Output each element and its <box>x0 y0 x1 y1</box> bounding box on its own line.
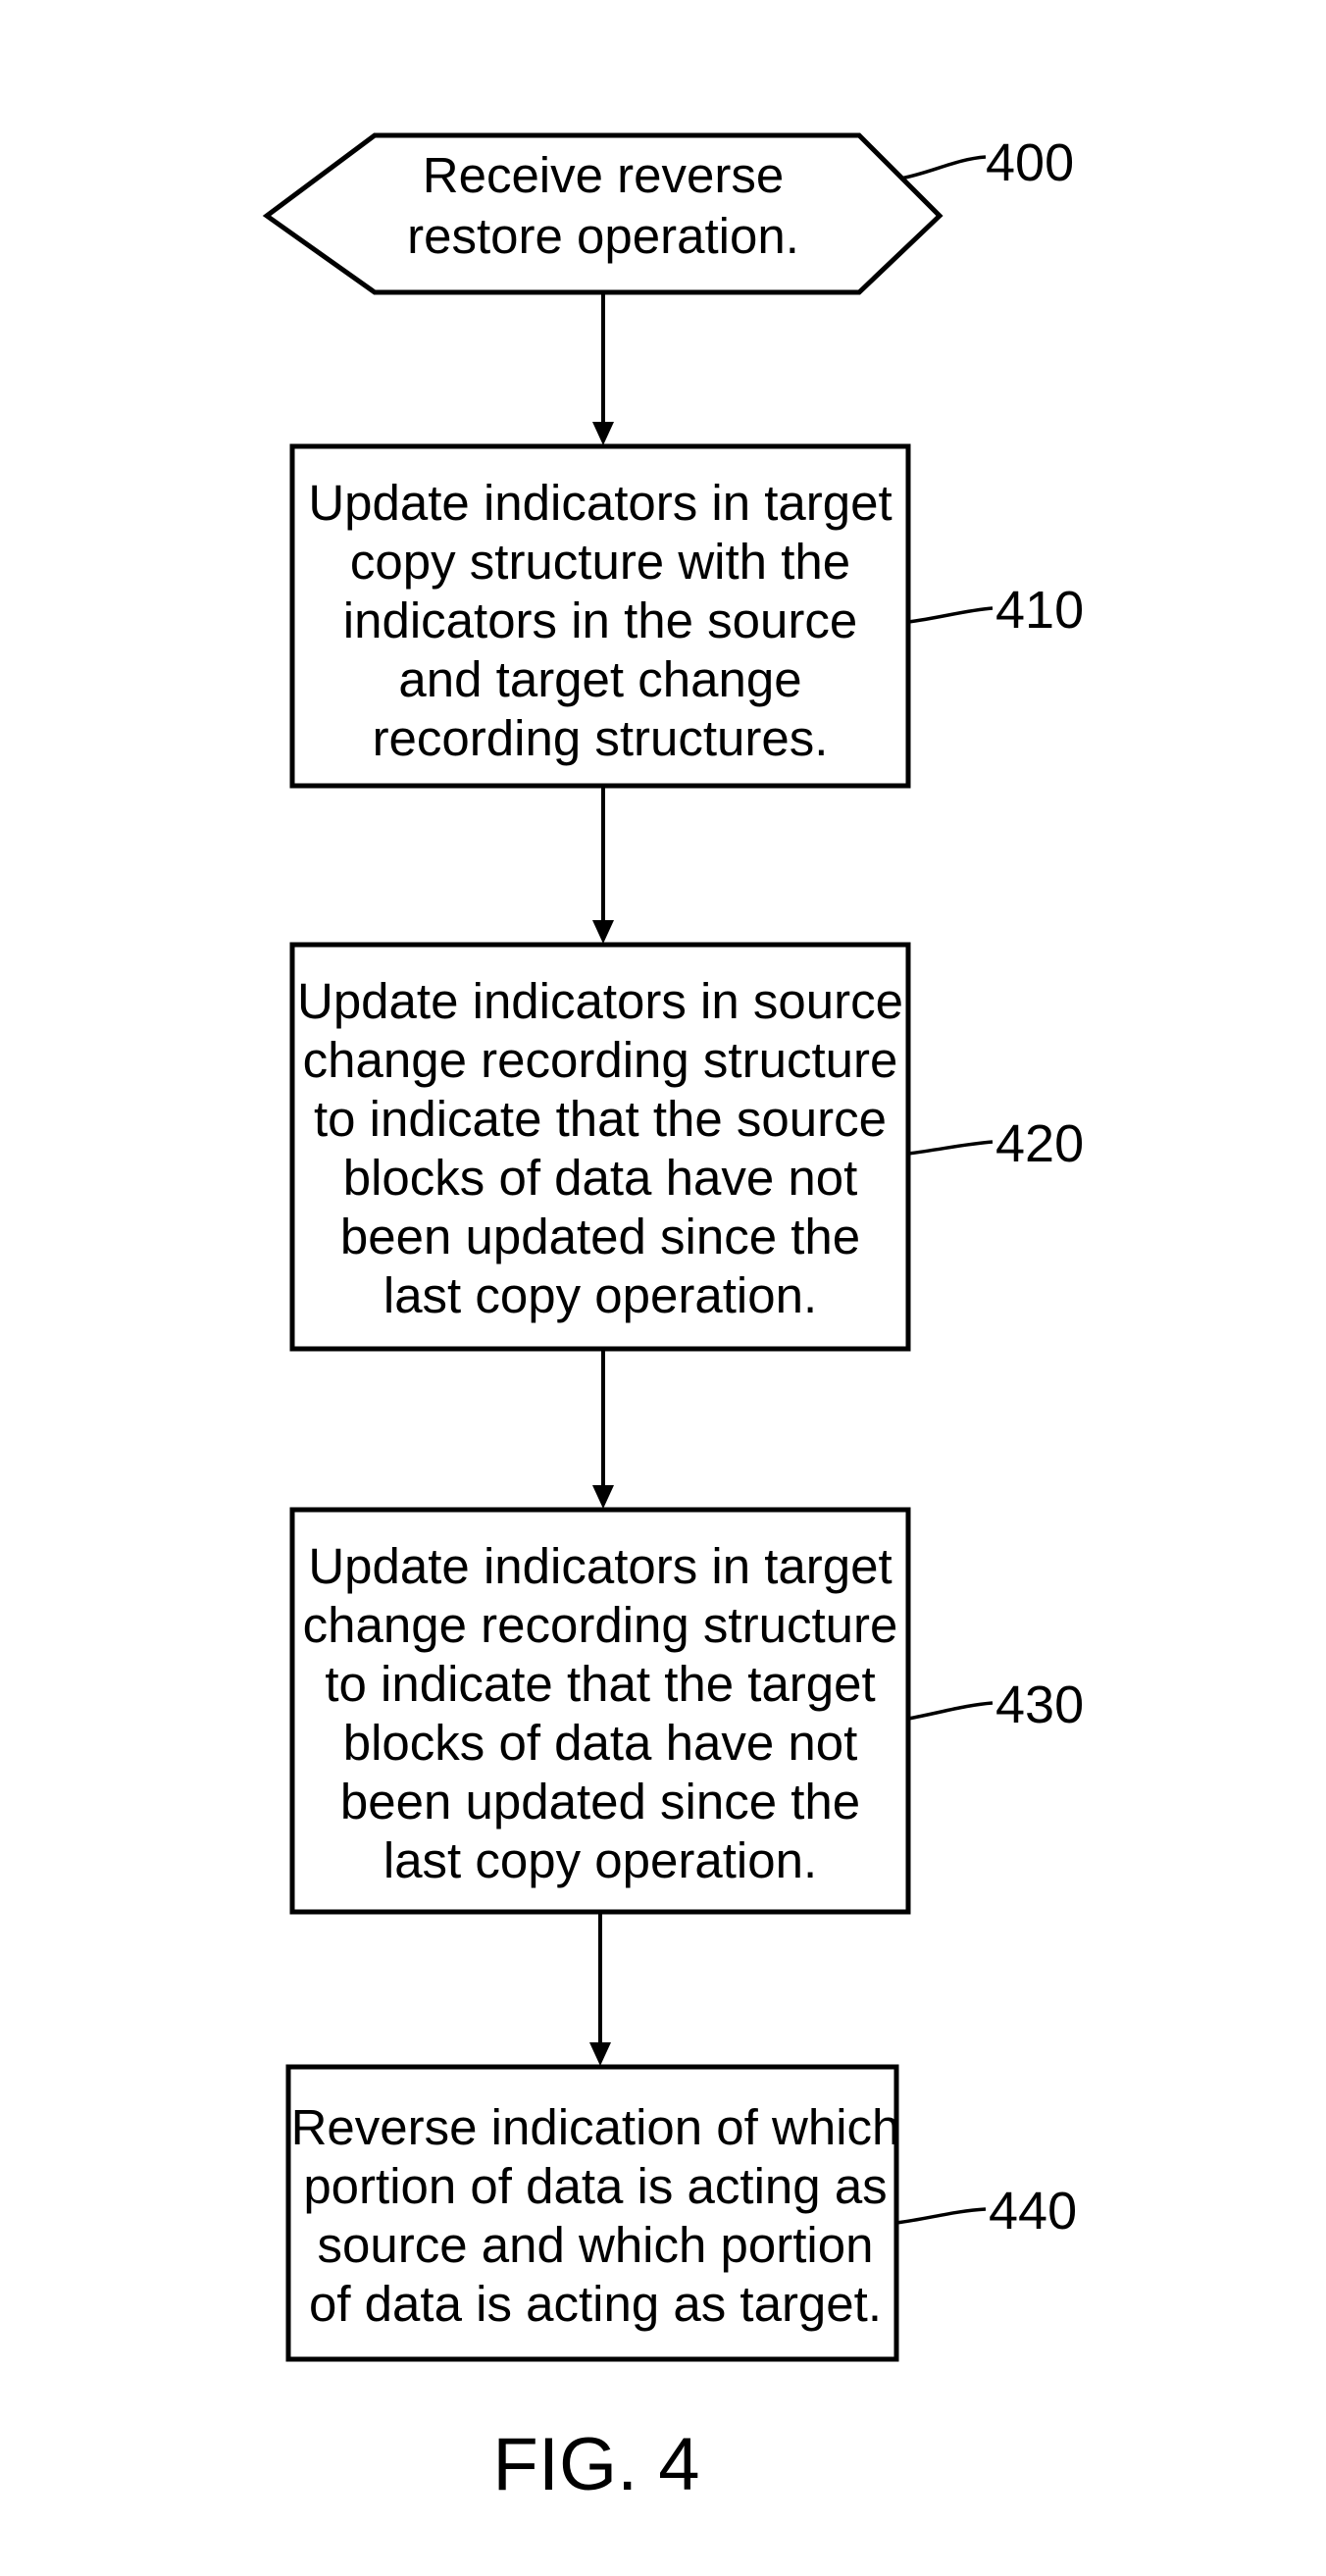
step-430-line-1: Update indicators in target <box>308 1538 892 1594</box>
step-410-ref-number: 410 <box>995 581 1084 640</box>
step-430-ref-leader <box>908 1703 993 1719</box>
step-420-line-5: been updated since the <box>340 1209 860 1264</box>
step-420-line-2: change recording structure <box>303 1032 898 1088</box>
step-430-line-4: blocks of data have not <box>343 1715 858 1771</box>
arrow-430-to-440 <box>589 1912 611 2066</box>
start-ref-number: 400 <box>986 133 1074 192</box>
step-410-line-2: copy structure with the <box>350 534 850 590</box>
step-420-line-3: to indicate that the source <box>314 1091 887 1147</box>
arrow-410-to-420 <box>592 786 614 944</box>
step-440-line-2: portion of data is acting as <box>303 2158 887 2214</box>
start-line-2: restore operation. <box>407 208 799 264</box>
step-430-line-5: been updated since the <box>340 1774 860 1829</box>
step-430-line-3: to indicate that the target <box>325 1656 875 1712</box>
step-420-line-4: blocks of data have not <box>343 1150 858 1206</box>
step-410-line-3: indicators in the source <box>343 592 857 648</box>
step-410-line-1: Update indicators in target <box>308 475 892 531</box>
step-420-ref-leader <box>908 1142 993 1154</box>
step-410-line-5: recording structures. <box>373 710 829 766</box>
step-430: Update indicators in target change recor… <box>292 1510 1084 1912</box>
step-410-ref-leader <box>908 608 993 622</box>
step-430-line-6: last copy operation. <box>383 1832 817 1888</box>
figure-label: FIG. 4 <box>492 2423 699 2506</box>
step-440-line-4: of data is acting as target. <box>309 2276 882 2332</box>
arrow-420-to-430 <box>592 1349 614 1509</box>
step-440-ref-leader <box>896 2209 986 2223</box>
step-410: Update indicators in target copy structu… <box>292 446 1084 786</box>
step-430-line-2: change recording structure <box>303 1597 898 1653</box>
step-440-line-1: Reverse indication of which <box>291 2099 900 2155</box>
step-410-line-4: and target change <box>398 651 801 707</box>
step-440-ref-number: 440 <box>989 2182 1077 2241</box>
step-430-ref-number: 430 <box>995 1675 1084 1734</box>
step-420-ref-number: 420 <box>995 1114 1084 1173</box>
step-420: Update indicators in source change recor… <box>292 945 1084 1349</box>
start-node: Receive reverse restore operation. 400 <box>267 133 1074 292</box>
step-440-line-3: source and which portion <box>317 2217 873 2273</box>
start-ref-leader <box>900 157 986 179</box>
arrow-start-to-410 <box>592 292 614 445</box>
start-line-1: Receive reverse <box>423 147 784 203</box>
step-420-line-1: Update indicators in source <box>297 973 903 1029</box>
step-440: Reverse indication of which portion of d… <box>288 2067 1077 2359</box>
step-420-line-6: last copy operation. <box>383 1267 817 1323</box>
